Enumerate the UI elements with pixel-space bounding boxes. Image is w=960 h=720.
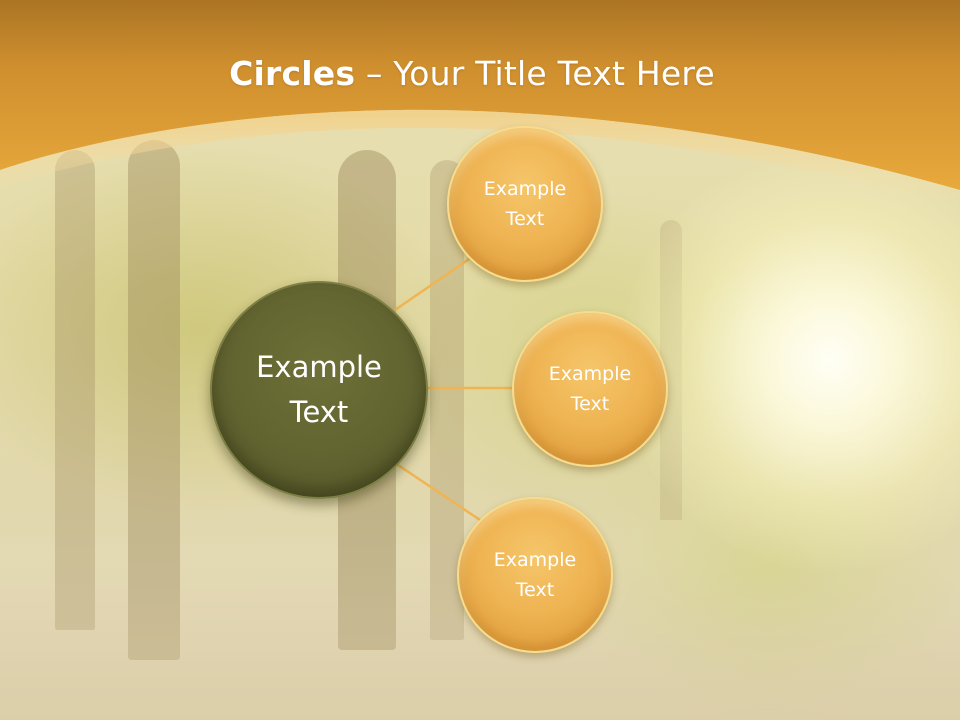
center-circle-line1: Example <box>256 350 382 384</box>
circle-middle-line2: Text <box>570 393 610 415</box>
circle-middle-line1: Example <box>548 363 632 385</box>
circle-top-line2: Text <box>505 208 545 230</box>
connector-bottom <box>397 463 481 522</box>
circle-bottom-line1: Example <box>493 549 577 571</box>
title-bold: Circles <box>229 54 356 93</box>
circle-bottom-line2: Text <box>515 579 555 601</box>
sunlight-glow <box>620 150 960 570</box>
title-rest: – Your Title Text Here <box>355 54 715 93</box>
header-band <box>0 0 960 205</box>
circle-top-line1: Example <box>483 178 567 200</box>
connector-top <box>394 253 476 312</box>
slide-title: Circles – Your Title Text Here <box>0 54 944 93</box>
center-circle-line2: Text <box>289 395 349 429</box>
